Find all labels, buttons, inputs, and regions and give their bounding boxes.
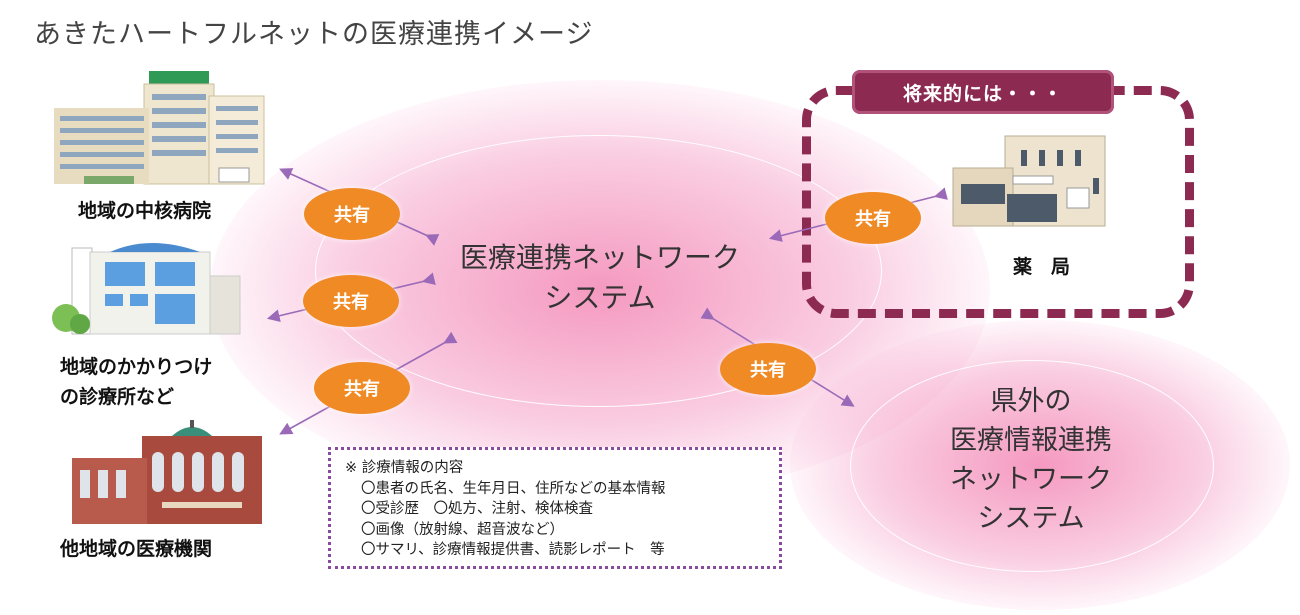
outer-network-line3: ネットワーク <box>950 464 1112 495</box>
info-box-heading: ※ 診療情報の内容 <box>345 460 464 476</box>
share-badge-hospital: 共有 <box>304 188 400 240</box>
pharmacy-building-icon <box>952 135 1106 227</box>
outer-network-line1: 県外の <box>990 386 1072 417</box>
other-region-label: 他地域の医療機関 <box>60 538 213 560</box>
share-badge-clinic: 共有 <box>303 275 399 327</box>
center-network-line1: 医療連携ネットワーク <box>459 241 740 274</box>
clinical-info-box: ※ 診療情報の内容 〇患者の氏名、生年月日、住所などの基本情報 〇受診歴 〇処方… <box>328 447 782 569</box>
clinic-label-line2: の診療所など <box>60 386 175 408</box>
center-network-line2: システム <box>544 281 656 314</box>
future-tag: 将来的には・・・ <box>852 70 1114 114</box>
share-badge-pharmacy: 共有 <box>825 192 921 244</box>
info-box-line: 〇サマリ、診療情報提供書、読影レポート 等 <box>361 542 665 558</box>
share-badge-other: 共有 <box>314 362 410 414</box>
info-box-line: 〇患者の氏名、生年月日、住所などの基本情報 <box>361 480 666 497</box>
core-hospital-label: 地域の中核病院 <box>78 200 212 222</box>
outer-network-label: 県外の 医療情報連携 ネットワーク システム <box>900 382 1162 538</box>
info-box-line: 〇画像（放射線、超音波など） <box>361 521 564 538</box>
hospital-building-icon <box>54 71 265 185</box>
share-badge-outer: 共有 <box>720 343 816 395</box>
pharmacy-label: 薬 局 <box>1013 256 1071 278</box>
clinic-building-icon <box>52 243 241 335</box>
clinic-label: 地域のかかりつけ の診療所など <box>60 352 212 412</box>
clinic-label-line1: 地域のかかりつけ <box>60 356 213 378</box>
outer-network-line2: 医療情報連携 <box>950 425 1112 456</box>
info-box-line: 〇受診歴 〇処方、注射、検体検査 <box>361 501 593 517</box>
page-title: あきたハートフルネットの医療連携イメージ <box>34 19 594 50</box>
center-network-ring <box>315 135 882 407</box>
outer-network-ring <box>850 360 1214 572</box>
outer-network-line4: システム <box>977 503 1085 534</box>
center-network-label: 医療連携ネットワーク システム <box>420 238 780 318</box>
brick-hospital-icon <box>72 420 262 524</box>
